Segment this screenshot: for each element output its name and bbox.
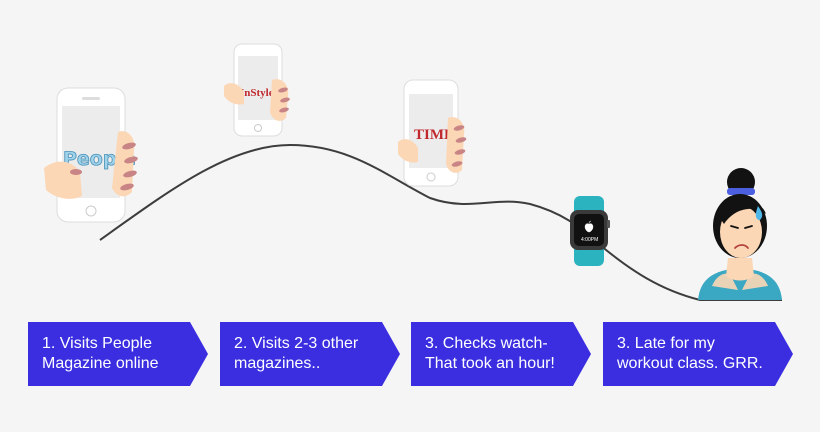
- step-banner-2: 2. Visits 2-3 other magazines..: [220, 322, 400, 386]
- banner-arrow-shape: [28, 322, 208, 386]
- stressed-woman-icon: [698, 168, 782, 300]
- banner-arrow-shape: [603, 322, 793, 386]
- banner-arrow-shape: [411, 322, 591, 386]
- step-label-4: 3. Late for my workout class. GRR.: [617, 335, 763, 372]
- smartwatch-icon: 4:00PM: [570, 196, 610, 266]
- sweat-drop-icon: [755, 206, 763, 220]
- apple-logo-icon: [584, 220, 594, 233]
- banner-arrow-shape: [220, 322, 400, 386]
- journey-curve: [99, 143, 782, 301]
- watch-time-label: 4:00PM: [581, 237, 598, 243]
- step-label-3: 3. Checks watch- That took an hour!: [425, 335, 555, 372]
- step-label-1: 1. Visits People Magazine online: [42, 335, 159, 372]
- step-banner-3: 3. Checks watch- That took an hour!: [411, 322, 591, 386]
- step-banner-1: 1. Visits People Magazine online: [28, 322, 208, 386]
- instyle-logo: InStyle: [240, 87, 274, 99]
- phone-time-icon: TIME: [398, 79, 467, 187]
- phone-people-icon: People: [44, 87, 138, 223]
- time-logo: TIME: [414, 127, 454, 143]
- phone-instyle-icon: InStyle: [224, 43, 290, 137]
- step-banner-4: 3. Late for my workout class. GRR.: [603, 322, 793, 386]
- step-label-2: 2. Visits 2-3 other magazines..: [234, 335, 359, 372]
